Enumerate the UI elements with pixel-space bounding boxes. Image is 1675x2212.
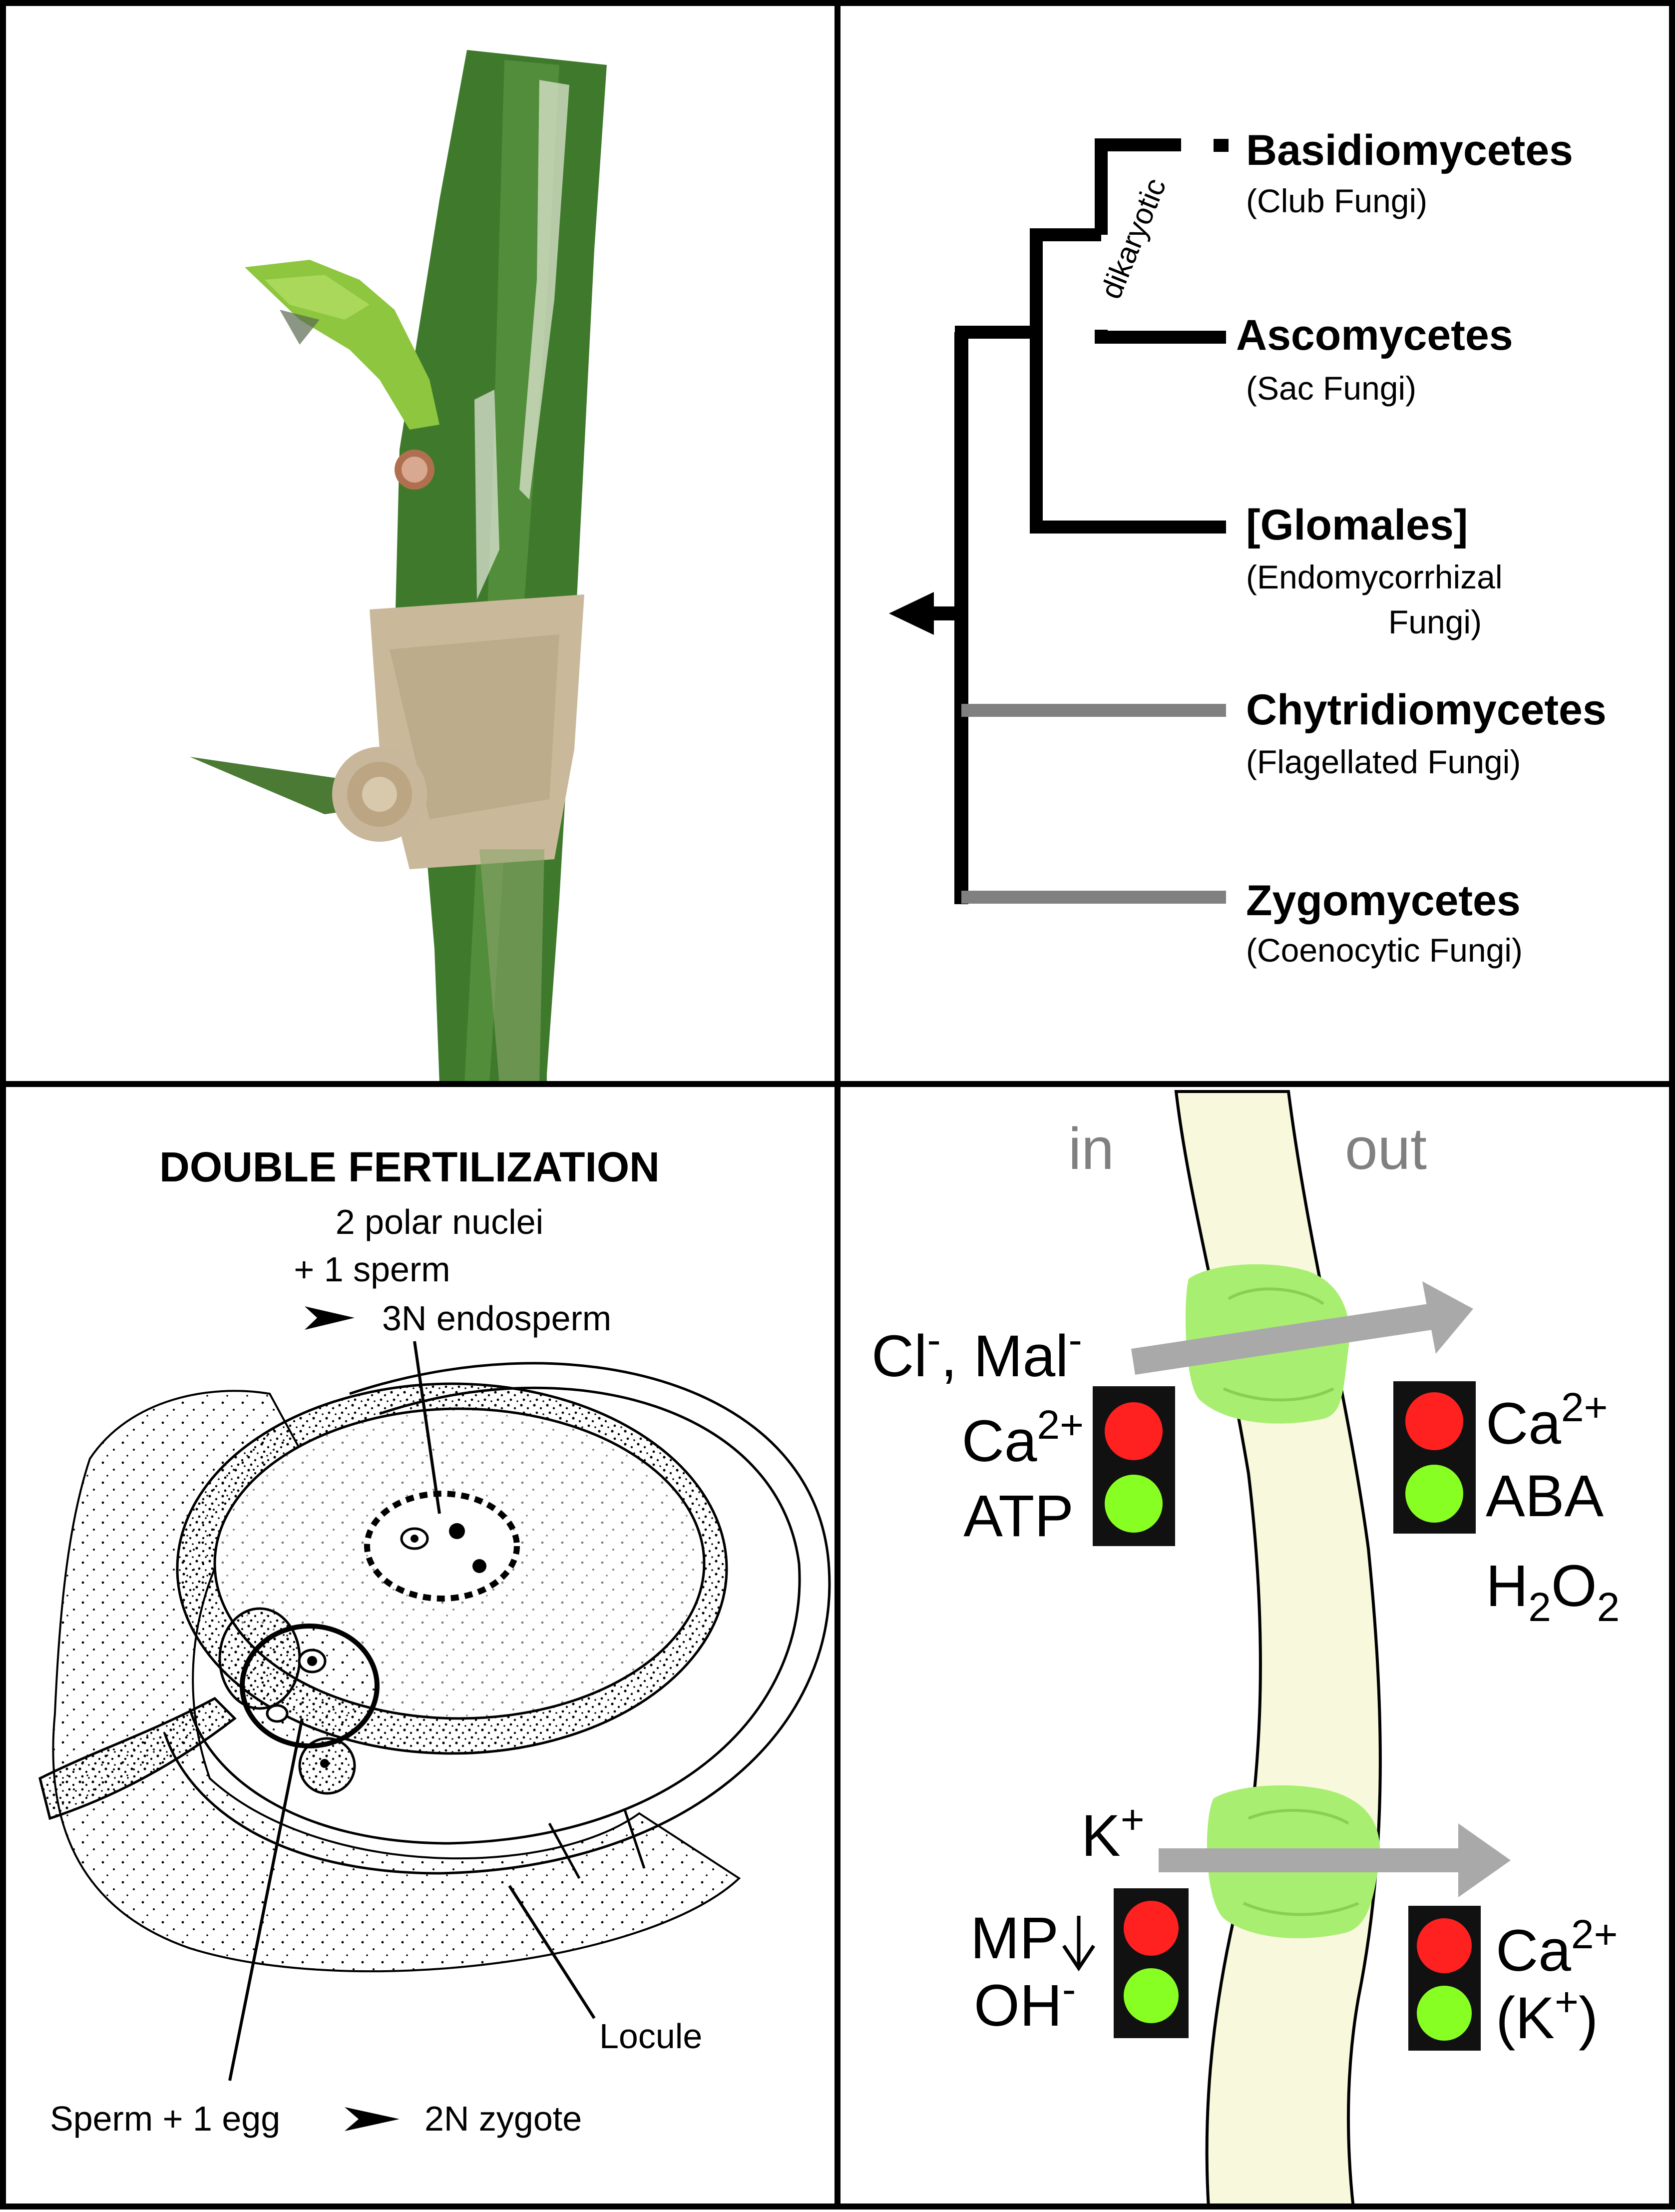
zygote-label: 2N zygote: [424, 2099, 582, 2138]
top-arrow-icon: [1131, 1281, 1473, 1375]
top-out-green-label-1: ABA: [1486, 1463, 1604, 1529]
root-arrow-icon: [889, 592, 934, 635]
bottom-ion: K+: [1081, 1797, 1145, 1869]
leader-zygote: [228, 1718, 304, 2081]
fungi-phylogeny: dikaryotic Basidiomycetes (Club Fungi) A…: [889, 126, 1607, 969]
taxon-glomales-common-2: Fungi): [1388, 603, 1482, 640]
green-light-icon: [1405, 1465, 1463, 1523]
fertilization-line1: 2 polar nuclei: [336, 1202, 543, 1241]
green-light-icon: [1417, 1986, 1472, 2041]
taxon-zygomycetes-common: (Coenocytic Fungi): [1246, 932, 1523, 969]
top-out-green-label-2: H2O2: [1486, 1553, 1620, 1630]
bottom-out-green-label: (K+): [1496, 1979, 1598, 2051]
membrane-panel: in out Cl-, Mal- Ca2+ ATP: [871, 1090, 1620, 2210]
green-light-icon: [1105, 1475, 1163, 1533]
egg-cell: [240, 1624, 380, 1748]
leader-locule: [508, 1885, 596, 2019]
bottom-in-green-label: OH-: [974, 1967, 1076, 2039]
fertilization-line2: + 1 sperm: [294, 1250, 450, 1289]
bottom-in-red-label: MP: [970, 1905, 1059, 1971]
taxon-chytridiomycetes-common: (Flagellated Fungi): [1246, 743, 1521, 780]
down-arrow-icon: [1062, 1916, 1095, 1972]
red-light-icon: [1417, 1918, 1472, 1973]
taxon-glomales-common-1: (Endomycorrhizal: [1246, 558, 1503, 595]
taxon-basidiomycetes: Basidiomycetes: [1246, 126, 1573, 174]
label-in: in: [1068, 1116, 1114, 1182]
sperm-egg-label: Sperm + 1 egg: [50, 2099, 280, 2138]
arrow-endosperm-icon: [305, 1306, 355, 1330]
top-ions: Cl-, Mal-: [871, 1317, 1082, 1389]
red-light-icon: [1105, 1402, 1163, 1460]
plant-stem-photo: [190, 50, 607, 1084]
taxon-chytridiomycetes: Chytridiomycetes: [1246, 686, 1607, 734]
locule-label: Locule: [599, 2017, 702, 2056]
taxon-basidiomycetes-common: (Club Fungi): [1246, 182, 1427, 219]
leader-endosperm: [413, 1341, 441, 1514]
arrow-zygote-icon: [345, 2107, 400, 2131]
fertilization-line3: 3N endosperm: [382, 1299, 611, 1338]
taxon-ascomycetes: Ascomycetes: [1236, 311, 1513, 359]
taxon-ascomycetes-common: (Sac Fungi): [1246, 370, 1416, 407]
green-light-icon: [1124, 1968, 1179, 2023]
red-light-icon: [1124, 1901, 1179, 1956]
membrane-band: [1174, 1090, 1382, 2210]
top-out-red-label: Ca2+: [1486, 1385, 1608, 1457]
red-light-icon: [1405, 1392, 1463, 1450]
fertilization-diagram: DOUBLE FERTILIZATION 2 polar nuclei + 1 …: [38, 1143, 831, 2138]
top-in-green-label: ATP: [963, 1483, 1074, 1549]
fertilization-title: DOUBLE FERTILIZATION: [159, 1143, 660, 1190]
top-in-red-label: Ca2+: [962, 1402, 1084, 1474]
taxon-zygomycetes: Zygomycetes: [1246, 877, 1521, 925]
central-cell-highlight: [364, 1491, 520, 1602]
taxon-glomales: [Glomales]: [1246, 501, 1468, 549]
bottom-out-red-label: Ca2+: [1496, 1912, 1618, 1984]
bottom-arrow-icon: [1159, 1823, 1511, 1897]
label-out: out: [1345, 1116, 1427, 1182]
